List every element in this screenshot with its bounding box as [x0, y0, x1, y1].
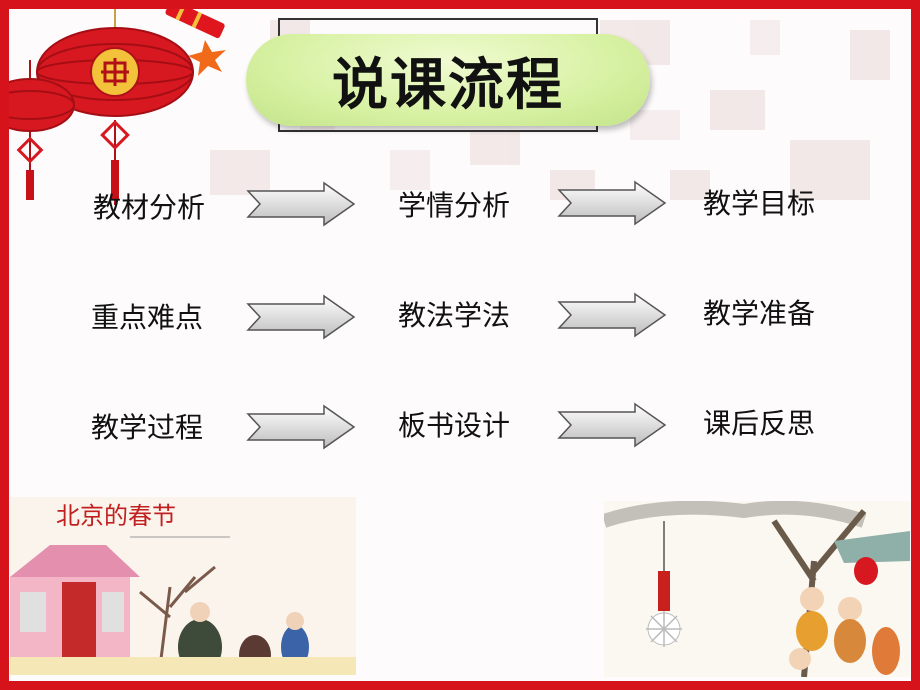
step-teaching-material-analysis: 教材分析 [93, 191, 206, 224]
title-badge [246, 34, 650, 126]
step-student-analysis: 学情分析 [398, 189, 511, 222]
step-post-class-reflection: 课后反思 [703, 407, 816, 440]
book-title: 北京的春节 [56, 502, 176, 530]
firecracker-illustration [604, 501, 910, 677]
slide-title: 说课流程 [332, 52, 564, 118]
right-arrow-icon [557, 402, 667, 448]
step-key-difficult-points: 重点难点 [91, 301, 204, 334]
book-cover-illustration: 北京的春节 [10, 497, 356, 675]
step-teaching-process: 教学过程 [91, 411, 204, 444]
right-arrow-icon [246, 294, 356, 340]
step-teaching-preparation: 教学准备 [703, 297, 816, 330]
chinese-knot-lantern [0, 0, 226, 205]
right-arrow-icon [557, 180, 667, 226]
right-arrow-icon [557, 292, 667, 338]
step-teaching-objectives: 教学目标 [703, 187, 816, 220]
step-teaching-learning-methods: 教法学法 [398, 299, 511, 332]
right-arrow-icon [246, 404, 356, 450]
right-arrow-icon [246, 181, 356, 227]
step-blackboard-design: 板书设计 [398, 409, 511, 442]
